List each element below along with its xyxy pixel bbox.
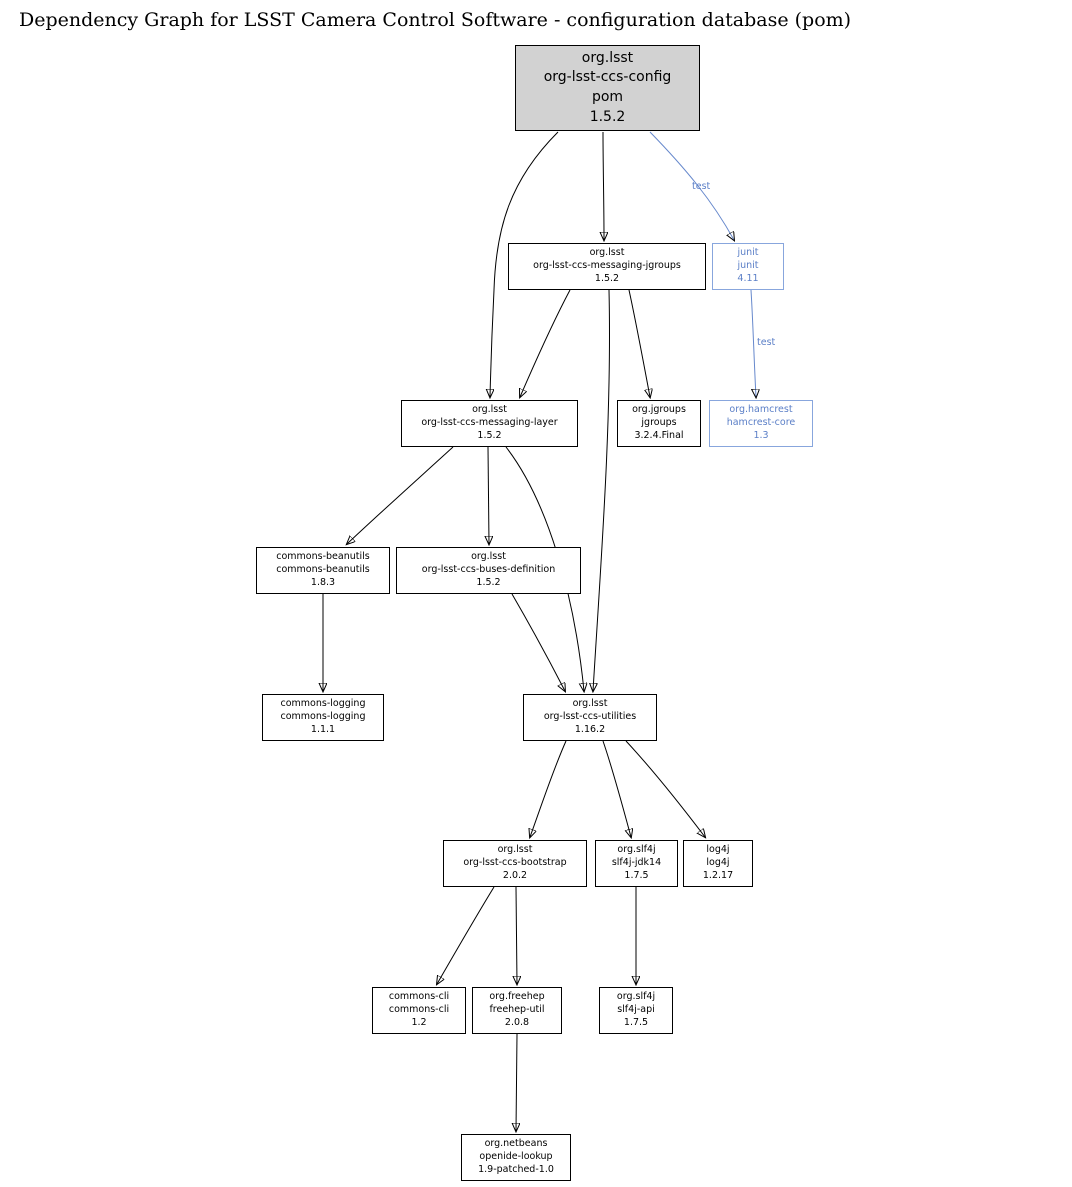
node-artifact-id: slf4j-api — [617, 1004, 655, 1016]
graph-node-commons-beanutils: commons-beanutils commons-beanutils 1.8.… — [256, 547, 390, 594]
edge-utilities-to-slf4j-jdk14 — [602, 740, 631, 837]
node-group-id: org.slf4j — [616, 991, 656, 1003]
node-group-id: org.lsst — [589, 247, 625, 259]
node-group-id: commons-cli — [388, 991, 450, 1003]
node-group-id: org.freehep — [489, 991, 545, 1003]
node-artifact-id: openide-lookup — [479, 1151, 553, 1163]
node-group-id: commons-beanutils — [276, 551, 370, 563]
node-group-id: org.lsst — [472, 404, 507, 416]
node-group-id: org.hamcrest — [729, 404, 793, 416]
edge-config-to-junit — [649, 131, 734, 240]
edge-label-test-junit-hamcrest: test — [757, 337, 776, 348]
node-version: 1.5.2 — [476, 576, 501, 588]
graph-node-org-lsst-ccs-messaging-jgroups: org.lsst org-lsst-ccs-messaging-jgroups … — [508, 243, 706, 290]
edge-config-to-messaging-layer — [490, 131, 559, 397]
node-artifact-id: org-lsst-ccs-messaging-jgroups — [533, 260, 681, 272]
graph-node-org-lsst-ccs-buses-definition: org.lsst org-lsst-ccs-buses-definition 1… — [396, 547, 581, 594]
node-artifact-id: log4j — [706, 857, 730, 869]
node-version: 1.2 — [411, 1016, 427, 1028]
node-group-id: org.lsst — [471, 551, 506, 563]
edge-junit-to-hamcrest — [750, 289, 756, 397]
node-group-id: org.netbeans — [484, 1138, 548, 1150]
node-artifact-id: commons-beanutils — [276, 564, 370, 576]
node-version: 1.7.5 — [623, 1016, 649, 1028]
node-artifact-id: freehep-util — [489, 1004, 545, 1016]
node-group-id: org.lsst — [581, 49, 634, 66]
node-version: 1.2.17 — [702, 869, 734, 881]
graph-node-slf4j-api: org.slf4j slf4j-api 1.7.5 — [599, 987, 673, 1034]
edge-config-to-messaging-jgroups — [603, 131, 604, 240]
edge-messaging-jgroups-to-utilities — [593, 289, 610, 691]
edge-messaging-jgroups-to-messaging-layer — [520, 289, 571, 397]
node-version: 1.3 — [753, 429, 769, 441]
node-packaging: pom — [591, 89, 624, 105]
graph-node-commons-cli: commons-cli commons-cli 1.2 — [372, 987, 466, 1034]
graph-node-jgroups: org.jgroups jgroups 3.2.4.Final — [617, 400, 701, 447]
graph-node-openide-lookup: org.netbeans openide-lookup 1.9-patched-… — [461, 1134, 571, 1181]
node-group-id: log4j — [706, 844, 730, 856]
node-artifact-id: junit — [737, 260, 759, 272]
node-version: 1.1.1 — [310, 723, 336, 735]
graph-node-org-lsst-ccs-config: org.lsst org-lsst-ccs-config pom 1.5.2 — [515, 45, 700, 131]
graph-node-org-lsst-ccs-utilities: org.lsst org-lsst-ccs-utilities 1.16.2 — [523, 694, 657, 741]
edge-utilities-to-log4j — [625, 740, 705, 837]
node-group-id: org.lsst — [497, 844, 533, 856]
graph-node-org-lsst-ccs-bootstrap: org.lsst org-lsst-ccs-bootstrap 2.0.2 — [443, 840, 587, 887]
node-artifact-id: org-lsst-ccs-bootstrap — [463, 857, 567, 869]
edge-bootstrap-to-commons-cli — [437, 886, 495, 984]
edge-label-test-config-junit: test — [692, 181, 711, 192]
node-group-id: junit — [737, 247, 759, 259]
node-group-id: org.slf4j — [617, 844, 656, 856]
graph-node-commons-logging: commons-logging commons-logging 1.1.1 — [262, 694, 384, 741]
edge-buses-definition-to-utilities — [511, 593, 565, 691]
edge-messaging-layer-to-buses-definition — [488, 446, 489, 544]
graph-node-slf4j-jdk14: org.slf4j slf4j-jdk14 1.7.5 — [595, 840, 678, 887]
node-artifact-id: org-lsst-ccs-config — [543, 69, 672, 86]
node-artifact-id: commons-logging — [280, 711, 366, 723]
node-version: 1.7.5 — [624, 869, 649, 881]
node-version: 1.16.2 — [574, 723, 606, 735]
edge-utilities-to-bootstrap — [530, 740, 567, 837]
edge-freehep-util-to-openide-lookup — [516, 1033, 517, 1131]
node-artifact-id: org-lsst-ccs-buses-definition — [421, 564, 556, 576]
graph-node-org-lsst-ccs-messaging-layer: org.lsst org-lsst-ccs-messaging-layer 1.… — [401, 400, 578, 447]
graph-node-log4j: log4j log4j 1.2.17 — [683, 840, 753, 887]
node-artifact-id: org-lsst-ccs-messaging-layer — [421, 417, 558, 429]
node-artifact-id: jgroups — [641, 417, 677, 429]
node-version: 2.0.2 — [502, 869, 528, 881]
node-group-id: commons-logging — [280, 698, 366, 710]
node-version: 4.11 — [737, 272, 759, 284]
node-version: 1.9-patched-1.0 — [478, 1163, 554, 1175]
edge-messaging-jgroups-to-jgroups — [628, 289, 650, 397]
diagram-title: Dependency Graph for LSST Camera Control… — [19, 9, 852, 31]
edge-bootstrap-to-freehep-util — [516, 886, 517, 984]
node-version: 1.5.2 — [477, 429, 502, 441]
node-version: 2.0.8 — [504, 1016, 530, 1028]
graph-node-hamcrest-core: org.hamcrest hamcrest-core 1.3 — [709, 400, 813, 447]
edge-messaging-layer-to-commons-beanutils — [347, 446, 454, 544]
graph-node-freehep-util: org.freehep freehep-util 2.0.8 — [472, 987, 562, 1034]
node-group-id: org.jgroups — [632, 404, 686, 416]
node-artifact-id: slf4j-jdk14 — [611, 857, 662, 869]
node-artifact-id: commons-cli — [388, 1004, 450, 1016]
node-group-id: org.lsst — [572, 698, 608, 710]
node-version: 3.2.4.Final — [634, 429, 684, 441]
node-version: 1.5.2 — [589, 108, 626, 125]
node-artifact-id: org-lsst-ccs-utilities — [543, 711, 637, 723]
node-version: 1.8.3 — [310, 576, 336, 588]
node-artifact-id: hamcrest-core — [726, 417, 796, 429]
node-version: 1.5.2 — [594, 272, 620, 284]
graph-node-junit: junit junit 4.11 — [712, 243, 784, 290]
